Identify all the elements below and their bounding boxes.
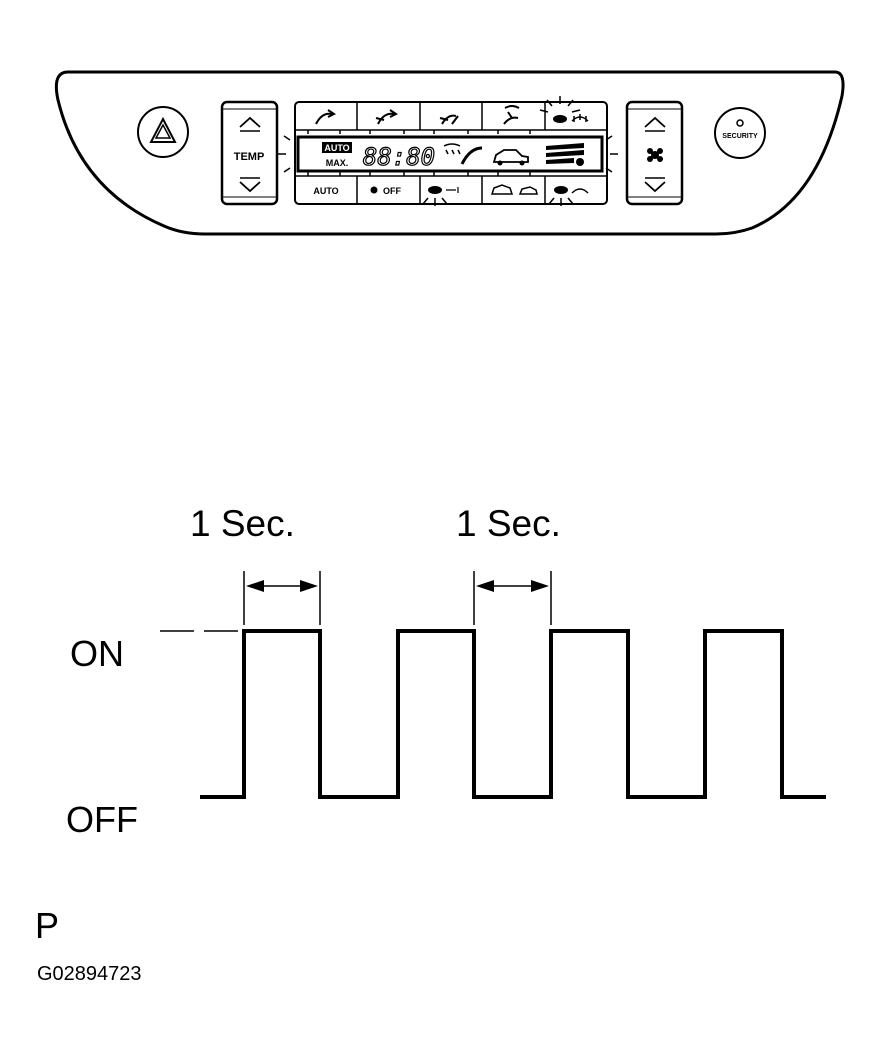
car-icon bbox=[492, 149, 529, 166]
fan-up-button[interactable] bbox=[644, 116, 666, 132]
temp-up-button[interactable] bbox=[239, 116, 261, 132]
fan-icon bbox=[370, 186, 378, 194]
chevron-up-icon bbox=[239, 116, 261, 128]
interval-label-2: 1 Sec. bbox=[456, 503, 561, 544]
vent-mode-icon bbox=[375, 109, 398, 125]
indicator-led-icon bbox=[428, 186, 442, 194]
fan-rocker[interactable] bbox=[625, 100, 684, 206]
auto-button-label: AUTO bbox=[313, 186, 338, 196]
fan-speed-bar bbox=[546, 143, 584, 166]
figure-letter: P bbox=[35, 905, 60, 946]
timing-diagram bbox=[160, 571, 826, 799]
chevron-down-icon bbox=[239, 181, 261, 193]
climate-display-block: AUTO MAX. 88:80 AUTO OFF bbox=[278, 96, 618, 206]
chevron-down-icon bbox=[644, 181, 666, 193]
security-indicator: SECURITY bbox=[714, 107, 766, 159]
flash-marks bbox=[278, 96, 618, 206]
mode-foot-button[interactable] bbox=[439, 114, 459, 125]
fan-icon bbox=[647, 148, 663, 162]
defog-icon bbox=[571, 188, 589, 194]
off-button-label: OFF bbox=[383, 186, 401, 196]
indicator-led-icon bbox=[553, 115, 567, 123]
front-defrost-button[interactable] bbox=[554, 186, 589, 194]
fan-down-button[interactable] bbox=[644, 177, 666, 193]
defog-icon bbox=[571, 114, 589, 122]
mode-face-button[interactable] bbox=[315, 109, 336, 125]
on-label: ON bbox=[70, 633, 124, 674]
temp-down-button[interactable] bbox=[239, 177, 261, 193]
lcd-defrost-vent-icon bbox=[443, 143, 483, 165]
ac-button[interactable] bbox=[428, 186, 459, 194]
lcd-digits: 88:80 bbox=[363, 143, 435, 171]
chevron-up-icon bbox=[644, 116, 666, 128]
temp-label: TEMP bbox=[234, 151, 265, 163]
security-label: SECURITY bbox=[722, 133, 758, 140]
rear-defog-button[interactable] bbox=[553, 114, 589, 123]
off-button[interactable]: OFF bbox=[370, 186, 402, 196]
vent-mode-icon bbox=[315, 109, 336, 125]
indicator-led-icon bbox=[554, 186, 568, 194]
lcd-auto-badge bbox=[322, 142, 352, 153]
fan-icon bbox=[576, 158, 584, 166]
interval-arrow-1 bbox=[246, 580, 318, 592]
temp-rocker[interactable]: TEMP bbox=[220, 100, 279, 206]
mode-bilevel-button[interactable] bbox=[375, 109, 398, 125]
security-led-icon bbox=[736, 119, 744, 127]
auto-button[interactable]: AUTO bbox=[313, 186, 338, 196]
interval-label-1: 1 Sec. bbox=[190, 503, 295, 544]
interval-arrow-2 bbox=[476, 580, 549, 592]
hazard-triangle-icon bbox=[149, 116, 177, 143]
mode-foot-defrost-button[interactable] bbox=[503, 105, 520, 125]
pulse-waveform bbox=[200, 629, 826, 799]
lcd-auto-text: AUTO bbox=[324, 143, 349, 153]
figure-code: G02894723 bbox=[37, 963, 142, 985]
car-icon bbox=[490, 184, 538, 195]
off-label: OFF bbox=[66, 799, 138, 840]
hazard-button[interactable] bbox=[137, 106, 189, 158]
vent-mode-icon bbox=[439, 114, 459, 125]
vent-mode-icon bbox=[503, 105, 520, 125]
lcd-max-text: MAX. bbox=[326, 158, 349, 168]
recirc-button[interactable] bbox=[490, 184, 538, 195]
